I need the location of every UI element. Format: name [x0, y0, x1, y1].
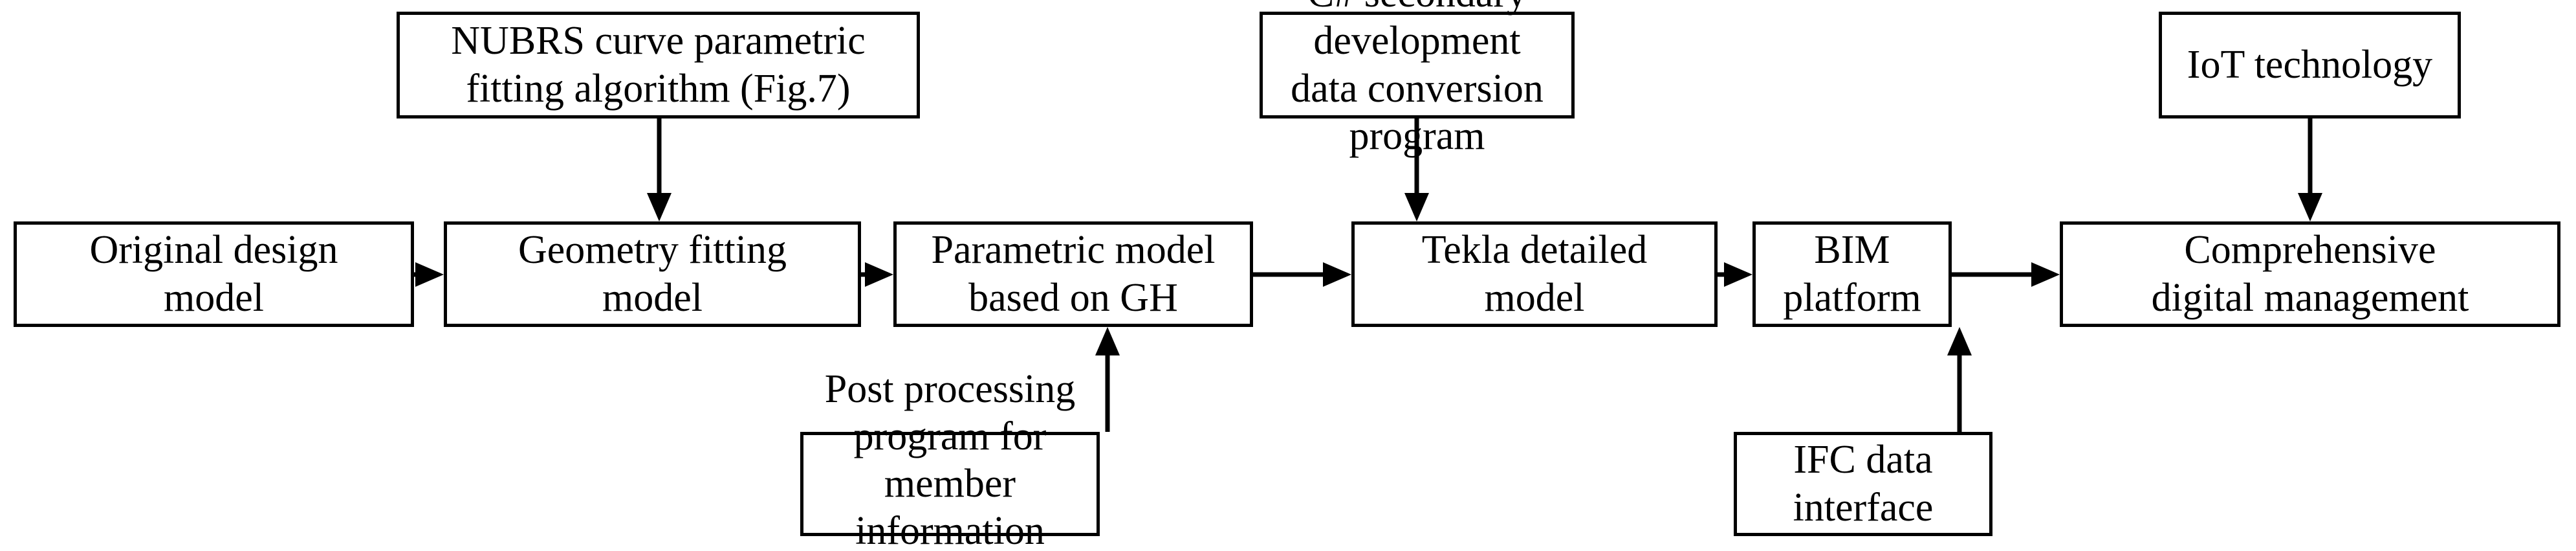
- node-label-original-design-model: Original design model: [89, 228, 338, 320]
- connector-postprocessing-to-parametric: [1088, 308, 1127, 451]
- node-label-iot-technology: IoT technology: [2187, 42, 2433, 87]
- node-label-csharp-conversion-program: C# secondary development data conversion…: [1291, 0, 1544, 158]
- node-label-geometry-fitting-model: Geometry fitting model: [518, 228, 787, 320]
- connector-graphic: [1095, 327, 1120, 432]
- node-csharp-conversion-program[interactable]: C# secondary development data conversion…: [1260, 0, 1575, 158]
- connector-graphic: [1952, 262, 2060, 287]
- node-label-ifc-data-interface: IFC data interface: [1793, 438, 1934, 530]
- connector-ifc-to-bim: [1940, 308, 1979, 451]
- node-geometry-fitting-model[interactable]: Geometry fitting model: [444, 221, 861, 327]
- node-label-bim-platform: BIM platform: [1783, 228, 1921, 320]
- connector-graphic: [1253, 262, 1351, 287]
- connector-graphic: [647, 118, 671, 221]
- node-label-comprehensive-digital-management: Comprehensive digital management: [2151, 228, 2469, 320]
- connector-parametric-to-tekla: [1234, 255, 1371, 294]
- node-parametric-model-gh[interactable]: Parametric model based on GH: [893, 221, 1253, 327]
- node-iot-technology[interactable]: IoT technology: [2159, 12, 2461, 118]
- node-bim-platform[interactable]: BIM platform: [1752, 221, 1952, 327]
- node-original-design-model[interactable]: Original design model: [14, 221, 414, 327]
- connector-bim-to-comprehensive: [1932, 255, 2079, 294]
- connector-graphic: [2298, 118, 2322, 221]
- connector-nubrs-to-geometry: [640, 99, 679, 241]
- node-label-post-processing-program: Post processing program for member infor…: [824, 366, 1076, 551]
- node-tekla-detailed-model[interactable]: Tekla detailed model: [1351, 221, 1718, 327]
- node-comprehensive-digital-management[interactable]: Comprehensive digital management: [2060, 221, 2560, 327]
- node-ifc-data-interface[interactable]: IFC data interface: [1734, 432, 1992, 536]
- connector-graphic: [1947, 327, 1972, 432]
- node-label-nubrs-curve-algorithm: NUBRS curve parametric fitting algorithm…: [451, 19, 866, 111]
- node-label-parametric-model-gh: Parametric model based on GH: [931, 228, 1216, 320]
- node-label-tekla-detailed-model: Tekla detailed model: [1421, 228, 1648, 320]
- node-nubrs-curve-algorithm[interactable]: NUBRS curve parametric fitting algorithm…: [397, 12, 920, 118]
- connector-iot-to-comprehensive: [2291, 99, 2330, 241]
- node-post-processing-program[interactable]: Post processing program for member infor…: [800, 367, 1100, 551]
